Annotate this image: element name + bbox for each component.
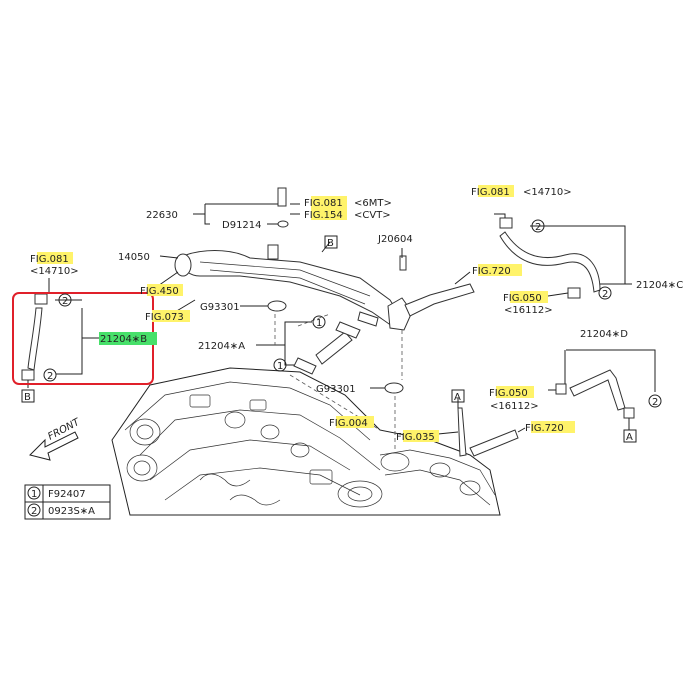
- part-21204d: 21204∗D: [580, 329, 628, 340]
- coolant-pipe-14050: [174, 187, 475, 394]
- callout-2-left-top: 2: [58, 293, 72, 307]
- ref-fig035[interactable]: FIG.035: [396, 432, 435, 443]
- ref-fig073[interactable]: FIG.073: [145, 312, 184, 323]
- ref-box-b-left-label: B: [24, 392, 31, 403]
- ref-fig081-left[interactable]: FIG.081: [30, 254, 69, 265]
- label-16112-upper: <16112>: [504, 305, 553, 316]
- legend-2-number: 2: [31, 506, 37, 517]
- part-22630: 22630: [146, 210, 178, 221]
- ref-fig720-upper[interactable]: FIG.720: [472, 266, 511, 277]
- ref-fig081-right[interactable]: FIG.081: [471, 187, 510, 198]
- ref-fig154[interactable]: FIG.154: [304, 210, 343, 221]
- ref-box-a-mid-label: A: [454, 392, 461, 403]
- ref-box-b-left[interactable]: [21, 389, 35, 403]
- ref-fig720-lower[interactable]: FIG.720: [525, 423, 564, 434]
- ref-box-a-mid[interactable]: [451, 389, 465, 403]
- callout-2-right-top: 2: [531, 219, 545, 233]
- ref-box-a-right[interactable]: [623, 429, 637, 443]
- label-6mt: <6MT>: [354, 198, 392, 209]
- legend-2-code: 0923S∗A: [48, 506, 95, 517]
- part-14050: 14050: [118, 252, 150, 263]
- legend-table: 1 F92407 2 0923S∗A: [24, 484, 111, 520]
- svg-text:1: 1: [316, 318, 322, 329]
- ref-fig081-top[interactable]: FIG.081: [304, 198, 343, 209]
- leader-lines: [27, 203, 656, 450]
- part-21204c: 21204∗C: [636, 280, 683, 291]
- svg-text:2: 2: [47, 371, 53, 382]
- part-d91214: D91214: [222, 220, 262, 231]
- legend-1-code: F92407: [48, 489, 86, 500]
- hose-21204-a: [293, 311, 379, 375]
- label-cvt: <CVT>: [354, 210, 391, 221]
- part-j20604: J20604: [377, 234, 413, 245]
- hose-21204-c: [499, 217, 601, 299]
- ref-fig050-lower[interactable]: FIG.050: [489, 388, 528, 399]
- ref-fig450[interactable]: FIG.450: [140, 286, 179, 297]
- callout-2-right-mid: 2: [598, 286, 612, 300]
- svg-text:2: 2: [652, 397, 658, 408]
- callout-2-right-lower: 2: [648, 394, 662, 408]
- ref-fig004[interactable]: FIG.004: [329, 418, 368, 429]
- ref-box-b-top-label: B: [327, 238, 334, 249]
- front-arrow-icon: FRONT: [29, 416, 82, 461]
- part-g93301-upper: G93301: [200, 302, 240, 313]
- label-14710-left: <14710>: [30, 266, 79, 277]
- legend-1-number: 1: [31, 489, 37, 500]
- hose-21204-d: [555, 369, 635, 419]
- callout-1-lower: 1: [273, 358, 287, 372]
- part-g93301-lower: G93301: [316, 384, 356, 395]
- svg-text:2: 2: [602, 289, 608, 300]
- label-14710-right: <14710>: [523, 187, 572, 198]
- part-21204b-selected[interactable]: 21204∗B: [100, 334, 147, 345]
- ref-box-b-top[interactable]: [324, 235, 338, 249]
- svg-text:2: 2: [535, 222, 541, 233]
- callout-1-upper: 1: [312, 315, 326, 329]
- callout-2-left-bottom: 2: [43, 368, 57, 382]
- part-21204a: 21204∗A: [198, 341, 245, 352]
- svg-text:1: 1: [277, 361, 283, 372]
- svg-text:2: 2: [62, 296, 68, 307]
- engine-block-drawing: [111, 367, 519, 516]
- label-16112-lower: <16112>: [490, 401, 539, 412]
- ref-box-a-right-label: A: [626, 432, 633, 443]
- ref-fig050-upper[interactable]: FIG.050: [503, 293, 542, 304]
- hose-21204-b: [21, 293, 48, 381]
